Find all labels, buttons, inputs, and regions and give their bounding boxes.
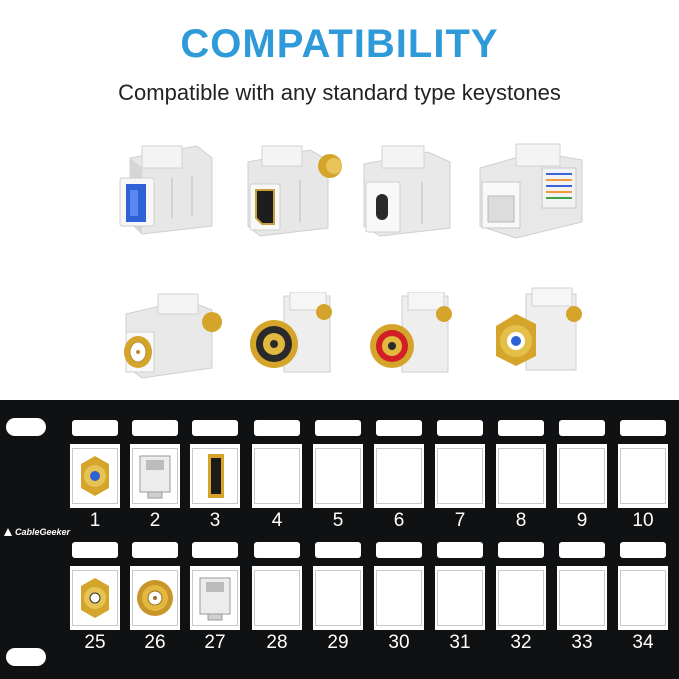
- page-subtitle: Compatible with any standard type keysto…: [118, 80, 561, 105]
- brand-label: CableGeeker: [4, 527, 70, 537]
- rj45-keystone-icon: [479, 143, 583, 239]
- label-strip: [315, 420, 361, 436]
- port-number: 8: [515, 510, 527, 531]
- label-strip: [192, 420, 238, 436]
- port-opening: [618, 566, 668, 630]
- rj45-insert-icon: [199, 577, 231, 621]
- port-number: 10: [632, 510, 654, 531]
- page-title: COMPATIBILITY: [180, 22, 499, 66]
- label-strip: [132, 420, 178, 436]
- label-strip: [72, 420, 118, 436]
- label-strip: [498, 420, 544, 436]
- rca-red-keystone-icon: [370, 292, 452, 373]
- port-number: 4: [271, 510, 283, 531]
- label-strip: [620, 542, 666, 558]
- port-number: 29: [327, 632, 349, 653]
- port-number: 30: [388, 632, 410, 653]
- label-strip: [437, 420, 483, 436]
- usb-c-keystone-icon: [363, 145, 451, 237]
- logo-icon: [4, 528, 12, 536]
- port-opening: [252, 566, 302, 630]
- port-opening: [313, 566, 363, 630]
- label-strip: [72, 542, 118, 558]
- port-number: 33: [571, 632, 593, 653]
- port-opening: [435, 444, 485, 508]
- label-strip: [132, 542, 178, 558]
- hdmi-keystone-icon: [247, 145, 342, 237]
- mount-hole-bottom: [6, 648, 46, 666]
- bnc-keystone-icon: [124, 293, 222, 379]
- port-number: 5: [332, 510, 344, 531]
- port-opening: [374, 444, 424, 508]
- label-strip: [498, 542, 544, 558]
- port-number: 25: [84, 632, 106, 653]
- port-opening: [252, 444, 302, 508]
- f-type-insert-icon: [81, 456, 109, 496]
- port-opening: [496, 566, 546, 630]
- port-number: 1: [89, 510, 101, 531]
- port-number: 26: [144, 632, 166, 653]
- port-number: 28: [266, 632, 288, 653]
- label-strip: [559, 420, 605, 436]
- f-type-keystone-icon: [496, 287, 582, 371]
- label-strip: [254, 542, 300, 558]
- label-strip: [620, 420, 666, 436]
- label-strip: [559, 542, 605, 558]
- port-opening: [557, 444, 607, 508]
- port-opening: [496, 444, 546, 508]
- mount-hole-top: [6, 418, 46, 436]
- hdmi-insert-icon: [208, 454, 224, 498]
- port-number: 31: [449, 632, 471, 653]
- rj45-insert-icon: [139, 455, 171, 499]
- port-opening: [313, 444, 363, 508]
- port-number: 9: [576, 510, 588, 531]
- label-strip: [376, 542, 422, 558]
- label-strip: [437, 542, 483, 558]
- port-opening: [435, 566, 485, 630]
- port-opening: [618, 444, 668, 508]
- usb-keystone-icon: [119, 145, 213, 235]
- rca-black-keystone-icon: [250, 292, 332, 373]
- label-strip: [254, 420, 300, 436]
- label-strip: [376, 420, 422, 436]
- port-number: 7: [454, 510, 466, 531]
- port-number: 32: [510, 632, 532, 653]
- label-strip: [192, 542, 238, 558]
- f-type-insert-icon: [81, 578, 109, 618]
- port-number: 6: [393, 510, 405, 531]
- port-number: 3: [209, 510, 221, 531]
- bnc-insert-icon: [137, 580, 173, 616]
- port-opening: [557, 566, 607, 630]
- port-number: 34: [632, 632, 654, 653]
- port-opening: [374, 566, 424, 630]
- port-number: 2: [149, 510, 161, 531]
- port-number: 27: [204, 632, 226, 653]
- label-strip: [315, 542, 361, 558]
